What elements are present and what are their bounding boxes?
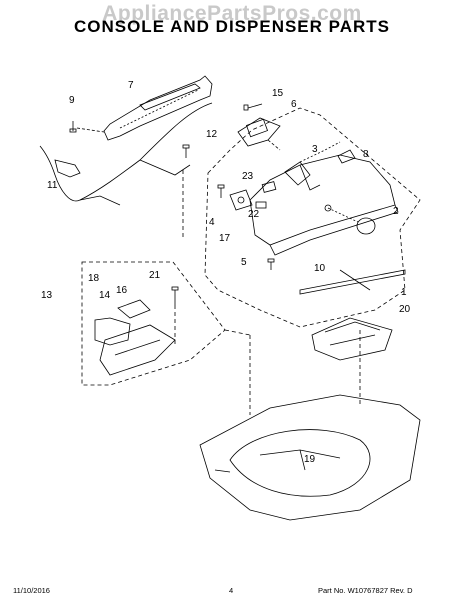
screw-part-12 [182, 144, 190, 158]
console-assembly-boundary [204, 107, 421, 328]
callout-11: 11 [47, 180, 58, 191]
control-panel-part-7 [103, 75, 213, 141]
callout-17: 17 [219, 233, 231, 244]
callout-8: 8 [363, 149, 369, 160]
switch-part-3 [284, 161, 311, 186]
clip-part-22 [255, 201, 267, 209]
interface-assembly-boundary [81, 261, 226, 386]
callout-15: 15 [272, 88, 284, 99]
housing-part-18 [99, 324, 176, 376]
footer-date: 11/10/2016 [13, 586, 50, 595]
callout-18: 18 [88, 273, 100, 284]
callout-5: 5 [241, 257, 247, 268]
knob-part-2 [356, 217, 376, 235]
wire-harness-part-11 [39, 102, 213, 202]
callout-14: 14 [99, 290, 111, 301]
board-part-14 [94, 317, 131, 346]
cabinet-top-part-19 [199, 394, 421, 521]
callout-10: 10 [314, 263, 326, 274]
callout-13: 13 [41, 290, 53, 301]
callout-3: 3 [312, 144, 318, 155]
callout-4: 4 [209, 217, 215, 228]
screw-part-4 [217, 184, 225, 198]
callout-21: 21 [149, 270, 161, 281]
page-title: CONSOLE AND DISPENSER PARTS [73, 17, 391, 36]
callout-7: 7 [128, 80, 134, 91]
pressure-part-8 [337, 149, 356, 164]
bracket-part-23 [261, 181, 277, 193]
callout-6: 6 [291, 99, 297, 110]
callout-12: 12 [206, 129, 218, 140]
console-part-1 [249, 154, 396, 246]
callout-2: 2 [393, 206, 399, 217]
callout-19: 19 [304, 454, 316, 465]
footer-page-number: 4 [229, 586, 234, 595]
callout-20: 20 [399, 304, 411, 315]
footer-part-number: Part No. W10767827 Rev. D [318, 586, 413, 595]
lock-part-17 [229, 189, 253, 211]
screw-part-5 [267, 258, 275, 270]
callout-23: 23 [242, 171, 254, 182]
callout-9: 9 [69, 95, 75, 106]
callout-22: 22 [248, 209, 260, 220]
screw-part-21 [171, 286, 179, 305]
callout-1: 1 [401, 287, 407, 298]
callout-16: 16 [116, 285, 128, 296]
graphic-part-10 [299, 269, 406, 295]
screw-part-9 [69, 121, 77, 133]
watermark: AppliancePartsPros.com [102, 2, 362, 25]
dispenser-drawer-part-20 [311, 317, 393, 361]
harness-part-16 [117, 299, 151, 319]
control-module-part-6 [237, 117, 281, 147]
